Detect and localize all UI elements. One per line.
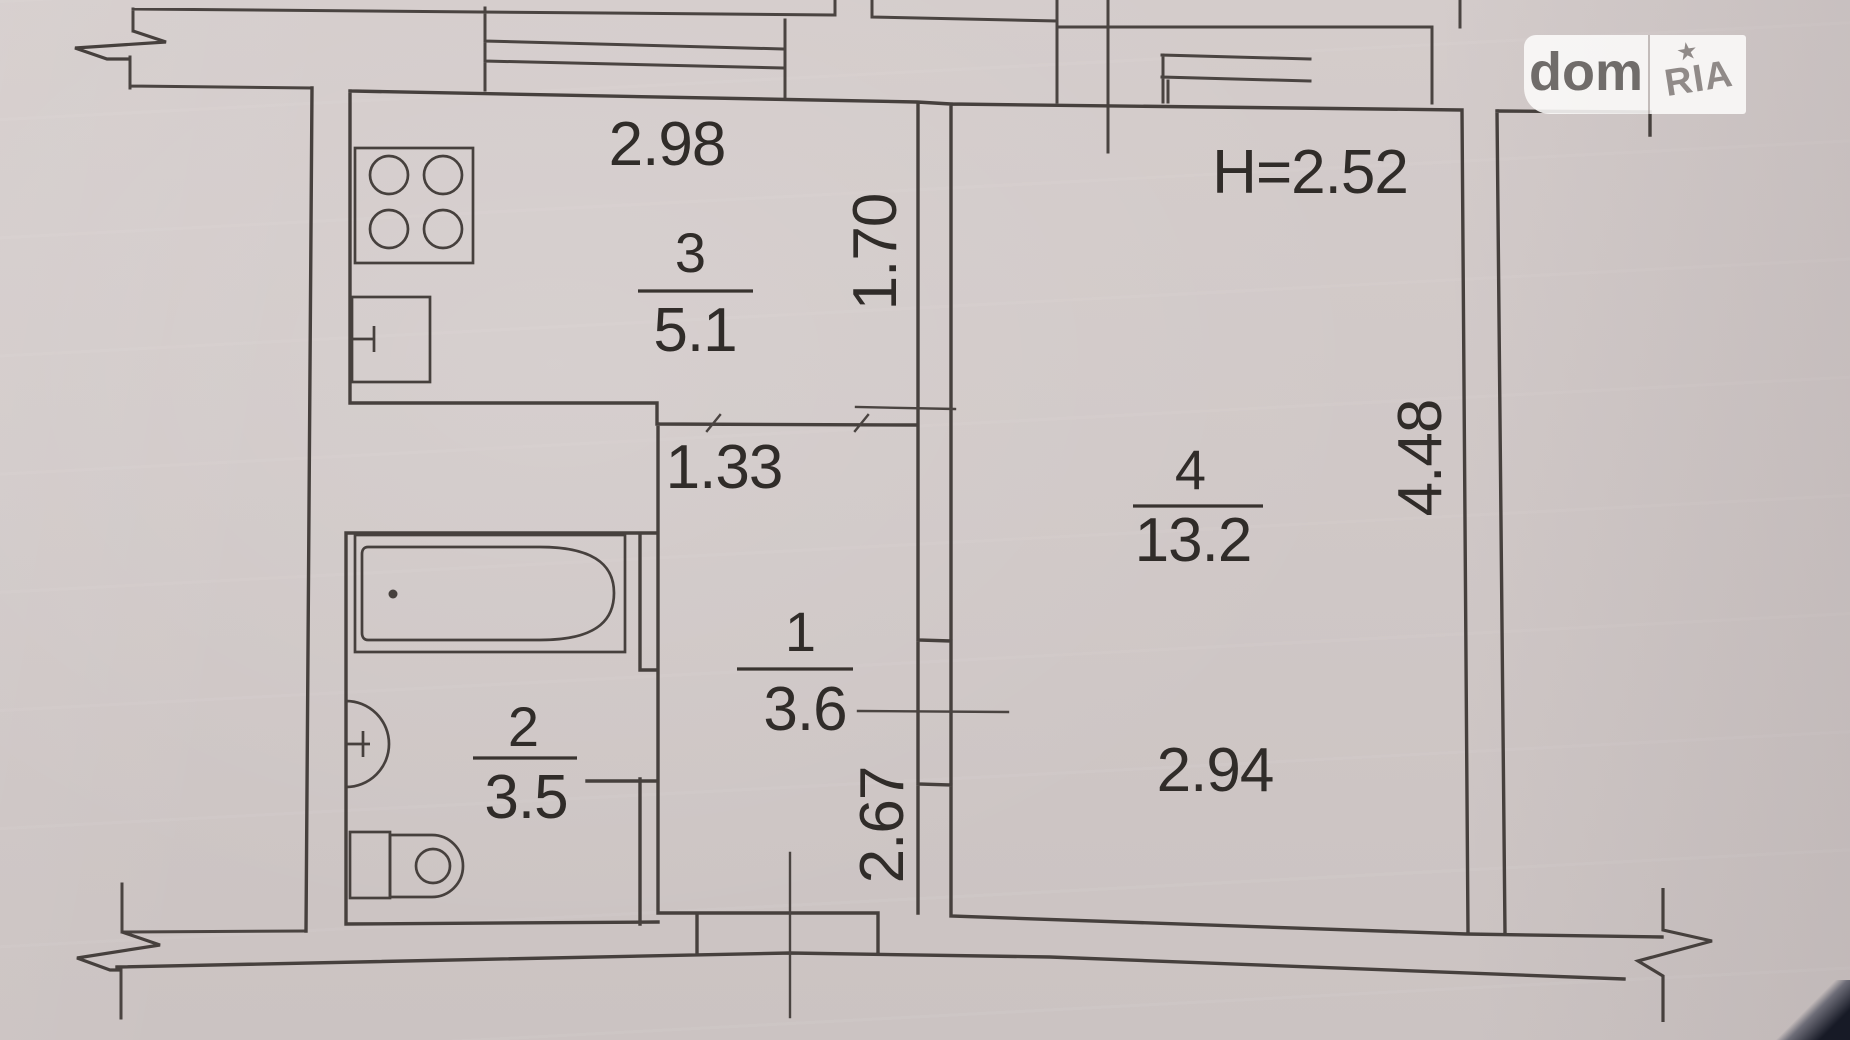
ceiling-height-label: Н=2.52 [1212, 138, 1408, 207]
dim-living-width: 2.94 [1157, 736, 1274, 805]
room-label-living: 4 13.2 [1133, 438, 1263, 575]
dim-kitchen-width: 2.98 [609, 110, 726, 179]
break-mark-top-left [74, 29, 167, 61]
room-number: 1 [785, 600, 815, 663]
room-area: 3.5 [484, 763, 567, 832]
bathtub-icon [353, 533, 627, 654]
dim-living-depth: 4.48 [1386, 400, 1455, 517]
room-number: 4 [1175, 438, 1205, 501]
kitchen-sink-icon [350, 295, 432, 384]
watermark-divider [1648, 35, 1650, 114]
dim-hall-depth: 2.67 [848, 767, 917, 884]
room-label-bathroom: 2 3.5 [473, 695, 577, 832]
photo-edge-corner [1772, 980, 1850, 1040]
room-number: 2 [508, 695, 538, 758]
watermark-dom-cell: dom [1524, 35, 1648, 114]
room-area: 13.2 [1135, 506, 1252, 575]
room-area: 3.6 [763, 675, 846, 744]
neighbor-cut-lines [119, 0, 1462, 1020]
watermark-dom-label: dom [1529, 41, 1643, 102]
apartment-walls [115, 86, 1664, 981]
room-label-hall: 1 3.6 [737, 600, 853, 744]
toilet-icon [348, 830, 465, 900]
washbasin-icon [345, 699, 391, 789]
watermark-ria-cell: ★RIA [1650, 35, 1746, 114]
dimension-lines [705, 405, 1010, 1019]
dim-hall-width: 1.33 [666, 433, 783, 502]
watermark-ria-label: ★RIA [1662, 36, 1736, 104]
star-icon: ★ [1674, 36, 1700, 67]
room-label-kitchen: 3 5.1 [638, 221, 753, 365]
break-mark-bottom-right [1633, 888, 1713, 1022]
stove-icon [353, 146, 475, 265]
dim-kitchen-depth: 1.70 [841, 194, 910, 311]
room-area: 5.1 [653, 296, 736, 365]
break-mark-bottom-left [76, 930, 161, 972]
room-number: 3 [675, 221, 705, 284]
watermark-domria: dom ★RIA [1524, 35, 1746, 114]
